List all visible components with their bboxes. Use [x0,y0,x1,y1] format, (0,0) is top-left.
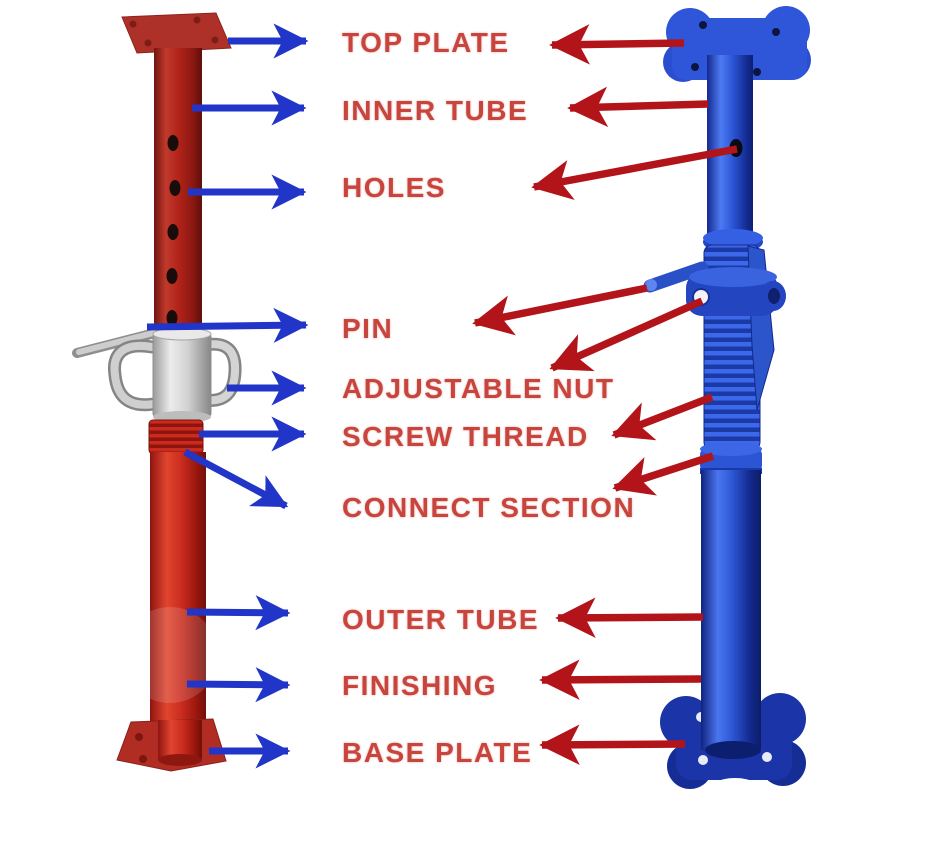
blue-base-plate-hole [762,752,772,762]
label-finishing: FINISHING [342,670,498,701]
red-tube-foot-rim [158,754,202,766]
red-arrow-holes [531,145,738,200]
label-base-plate: BASE PLATE [342,737,533,768]
blue-top-plate-hole [753,68,761,76]
blue-nut-top-rim [689,267,777,287]
blue-top-plate [663,6,811,82]
blue-outer-tube [701,470,761,750]
red-arrow-base-plate [539,724,686,765]
red-tube-foot [158,720,202,760]
red-top-plate-hole [193,16,201,24]
blue-arrow-finishing [186,667,291,703]
red-inner-tube [154,48,202,348]
blue-arrow-connect-section [183,448,289,510]
red-nut-right-handle [199,340,240,405]
label-top-plate: TOP PLATE [342,27,510,58]
red-tube-hole [167,224,179,240]
blue-arrow-pin [146,307,309,343]
red-arrow-screw-thread [611,393,714,441]
red-base-plate-hole [139,755,147,763]
red-arrow-top-plate [549,24,685,65]
red-arrow-connect-section [612,452,715,496]
blue-connect-ridge [700,442,762,456]
red-tube-hole [169,180,181,196]
red-arrow-pin [472,284,648,336]
blue-arrows [146,23,309,769]
label-inner-tube: INNER TUBE [342,95,529,126]
red-top-plate-hole [129,20,137,28]
red-base-plate-hole [135,733,143,741]
blue-top-plate-hole [691,63,699,71]
label-holes: HOLES [342,172,446,203]
red-pin [76,328,164,355]
blue-thread-collar-top [703,229,763,247]
red-tube-hole [166,310,178,326]
red-adjustable-nut [152,331,212,419]
label-outer-tube: OUTER TUBE [342,604,539,635]
blue-pin-handle [643,261,709,293]
red-arrow-outer-tube [555,597,704,638]
red-arrows [472,24,738,765]
blue-top-plate-hole [699,21,707,29]
blue-arrow-outer-tube [186,595,291,631]
label-connect-section: CONNECT SECTION [342,492,636,523]
red-top-plate-hole [211,36,219,44]
red-prop [72,12,242,772]
red-top-plate-hole [144,39,152,47]
label-adjustable-nut: ADJUSTABLE NUT [342,373,615,404]
red-screw-thread [148,419,204,455]
blue-nut-lug-hole [768,288,780,304]
blue-pin-handle-cap [645,279,657,291]
blue-base-plate-hole [698,755,708,765]
red-arrow-adjustable-nut [549,297,704,372]
blue-base-plate-notch [705,778,765,810]
red-outer-tube [150,452,206,742]
red-top-plate [121,12,232,54]
red-arrow-finishing [539,659,702,701]
red-arrow-inner-tube [567,86,709,128]
label-screw-thread: SCREW THREAD [342,421,589,452]
blue-tube-foot-rim [705,741,761,759]
watermark-circle [122,607,218,703]
blue-top-plate-hole [772,28,780,36]
red-tube-hole [167,135,179,151]
red-tube-hole [166,268,178,284]
blue-prop [643,6,811,810]
red-nut-left-handle [110,341,158,409]
label-pin: PIN [342,313,394,344]
